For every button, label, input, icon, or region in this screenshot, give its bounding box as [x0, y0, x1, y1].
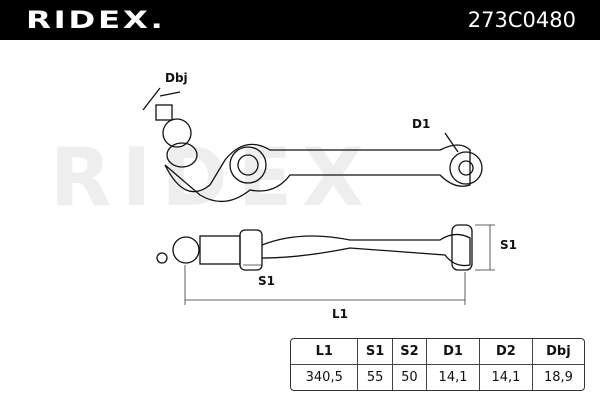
table-header-row: L1 S1 S2 D1 D2 Dbj [291, 339, 584, 365]
label-s1-bottom: S1 [258, 274, 275, 288]
table-cell: 340,5 [291, 365, 359, 390]
label-d1: D1 [412, 117, 430, 131]
dimension-lines [184, 224, 495, 305]
arm-side-view [156, 224, 473, 271]
label-l1: L1 [332, 307, 348, 321]
header-bar: RIDEX. 273C0480 [0, 0, 600, 40]
table-header: S1 [358, 339, 393, 365]
table-cell: 14,1 [480, 365, 533, 390]
table-header: L1 [291, 339, 359, 365]
arm-top-view [142, 87, 483, 202]
table-header: D2 [479, 339, 533, 365]
part-number: 273C0480 [467, 8, 576, 32]
table-cell: 55 [358, 365, 393, 390]
label-dbj: Dbj [165, 71, 188, 85]
table-row: 340,5 55 50 14,1 14,1 18,9 [291, 365, 584, 390]
table-header: Dbj [532, 339, 584, 365]
table-cell: 14,1 [427, 365, 480, 390]
table-header: D1 [427, 339, 480, 365]
watermark-logo: RIDEX [50, 131, 374, 224]
spec-table: L1 S1 S2 D1 D2 Dbj 340,5 55 50 14,1 14,1… [290, 338, 585, 391]
control-arm-drawing: RIDEX Dbj D1 S1 S1 L1 [50, 71, 517, 321]
label-s1-right: S1 [500, 238, 517, 252]
table-cell: 50 [393, 365, 428, 390]
table-header: S2 [392, 339, 428, 365]
brand-logo: RIDEX. [26, 6, 166, 34]
table-cell: 18,9 [543, 370, 573, 385]
